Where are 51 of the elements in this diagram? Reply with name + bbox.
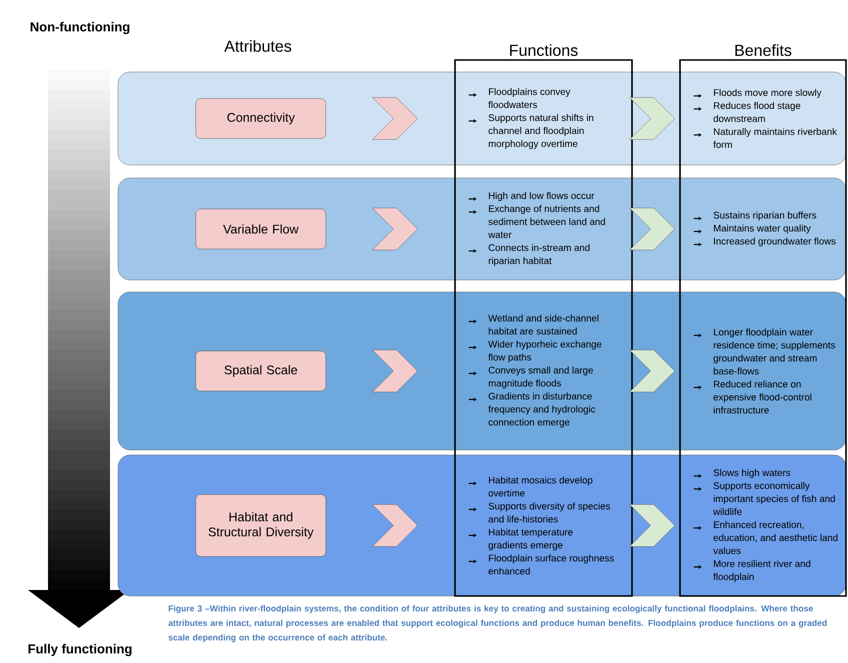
node-label: Connects in-stream and riparian habitat [488,244,590,266]
bullet-list: Wetland and side-channel habitat are sustained Wider hyporheic exchange flow paths Conveys small and large magnitude floods Gradients in disturbance frequency and hydrologic connection emerge [468,314,602,428]
node-label: More resilient river and floodplain [713,560,810,582]
node-label: Enhanced recreation, education, and aesthetic land values [713,521,838,554]
chevron-arrow [630,208,675,250]
node-label: Conveys small and large magnitude floods [488,366,593,388]
chevron-arrow [372,504,418,547]
bullet-list: Floods move more slowly Reduces flood stage downstream Naturally maintains riverbank form [694,88,837,148]
chevron-arrow [630,97,675,140]
node-label: Reduces flood stage downstream [714,102,800,122]
column-heading: Attributes [224,40,292,52]
chevron-arrow [372,97,418,140]
node-label: Slows high waters [714,469,790,478]
scale-label: Non-functioning [30,22,130,34]
attribute-box: Habitat and Structural Diversity [196,494,326,557]
figure-caption: Figure 3 –Within river-floodplain systems, the condition of four attributes is key to creating and sustaining ecologically functional floodplains. Where those attributes are intact, natural processes are enabled that support ecological functions and produce human benefits. Floodplains produce functions on a graded scale depending on the occurrence of each attribute. [168,605,827,642]
node-label: Supports economically important species of fish and wildlife [713,482,835,516]
bullet-list: High and low flows occur Exchange of nutrients and sediment between land and water Connects in-stream and riparian habitat [468,192,605,266]
bullet-list: Longer floodplain water residence time; supplements groundwater and stream base-flows Reduced reliance on expensive flood-control infrastructure [694,328,836,414]
node-label: Habitat mosaics develop overtime [488,476,592,497]
chevron-arrow [630,504,675,547]
node-label: Benefits [735,44,792,56]
node-label: Gradients in disturbance frequency and hydrologic connection emerge [488,392,596,428]
node-label: Functions [510,44,578,56]
chevron-arrow [372,350,418,392]
row-band [118,292,846,450]
node-label: Exchange of nutrients and sediment between land and water [488,205,605,238]
node-label: Sustains riparian buffers [714,212,816,220]
node-label: Floods move more slowly [714,88,822,98]
node-label: Maintains water quality [714,224,811,234]
node-label: Floodplains convey floodwaters [488,88,570,108]
node-label: Supports natural shifts in channel and floodplain morphology overtime [488,114,594,149]
node-label: Habitat temperature gradients emerge [488,528,573,550]
chevron-arrow [630,350,675,392]
attribute-box: Spatial Scale [196,350,326,392]
node-label: Increased groundwater flows [714,238,836,246]
node-label: Floodplain surface roughness enhanced [488,554,614,575]
attribute-box: Variable Flow [196,208,326,250]
node-label: Naturally maintains riverbank form [713,128,837,148]
node-label: Wider hyporheic exchange flow paths [488,340,602,362]
node-label: Longer floodplain water residence time; supplements groundwater and stream base-flows [714,328,836,375]
node-label: High and low flows occur [488,192,594,201]
node-label: Supports diversity of species and life-histories [488,502,610,523]
bullet-list: Habitat mosaics develop overtime Supports diversity of species and life-histories Habitat temperature gradients emerge Floodplain surface roughness enhanced [468,476,614,575]
scale-label: Fully functioning [28,644,132,656]
attribute-box: Connectivity [196,98,326,139]
bullet-list: Slows high waters Supports economically important species of fish and wildlife Enhanced recreation, education, and aesthetic land values More resilient river and floodplain [694,469,838,582]
bullet-list: Floodplains convey floodwaters Supports natural shifts in channel and floodplain morphology overtime [468,88,594,149]
node-label: Reduced reliance on expensive flood-control infrastructure [714,380,812,414]
chevron-arrow [372,208,418,250]
node-label: Wetland and side-channel habitat are sustained [488,314,598,335]
